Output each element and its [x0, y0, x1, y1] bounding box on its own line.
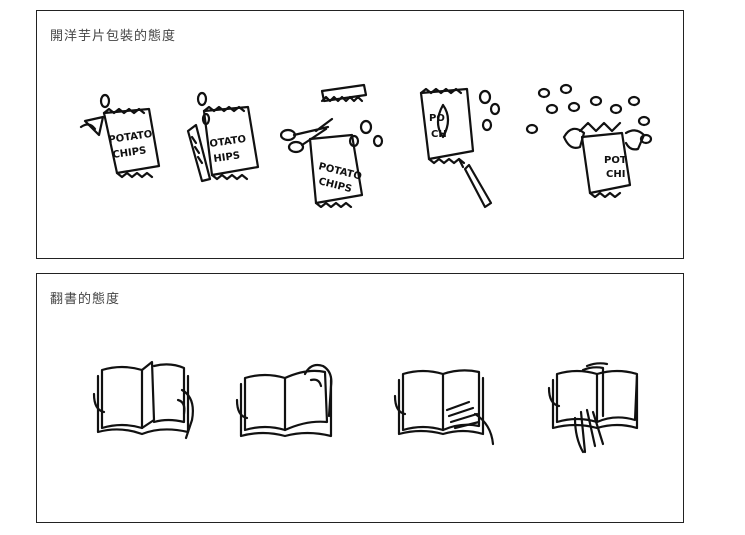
- package-label-line2: CHIPS: [112, 145, 147, 161]
- chips-bag-pinch-illustration: POTATO CHIPS: [79, 91, 169, 191]
- book-page-standing-illustration: [92, 356, 202, 446]
- chips-bag-knife-illustration: PO CH: [417, 85, 517, 210]
- panel-title: 翻書的態度: [50, 292, 121, 307]
- package-label-line1: POTATO: [108, 129, 153, 146]
- package-label-line1: OTATO: [209, 134, 247, 150]
- package-label-line1: POT: [604, 155, 627, 166]
- chips-bag-burst-illustration: POT CHI: [524, 83, 654, 198]
- chips-opening-panel: 開洋芋片包裝的態度 POTATO CHIPS OTATO HIPS: [36, 10, 684, 259]
- chips-bag-tear-illustration: OTATO HIPS: [182, 89, 267, 194]
- chips-bag-scissors-illustration: POTATO CHIPS: [280, 83, 390, 208]
- scissors-icon: [280, 128, 297, 142]
- book-corner-pinch-illustration: [235, 360, 350, 445]
- cutter-knife-icon: [463, 163, 493, 209]
- package-label-line1: PO: [429, 113, 445, 124]
- book-hand-flat-illustration: [391, 360, 501, 450]
- package-label-line2: CH: [431, 129, 447, 140]
- page-turning-panel: 翻書的態度: [36, 273, 684, 523]
- panel-title: 開洋芋片包裝的態度: [50, 29, 177, 44]
- book-fanning-pages-illustration: [547, 360, 647, 455]
- package-label-line2: HIPS: [213, 150, 241, 165]
- package-label-line2: CHI: [606, 169, 625, 180]
